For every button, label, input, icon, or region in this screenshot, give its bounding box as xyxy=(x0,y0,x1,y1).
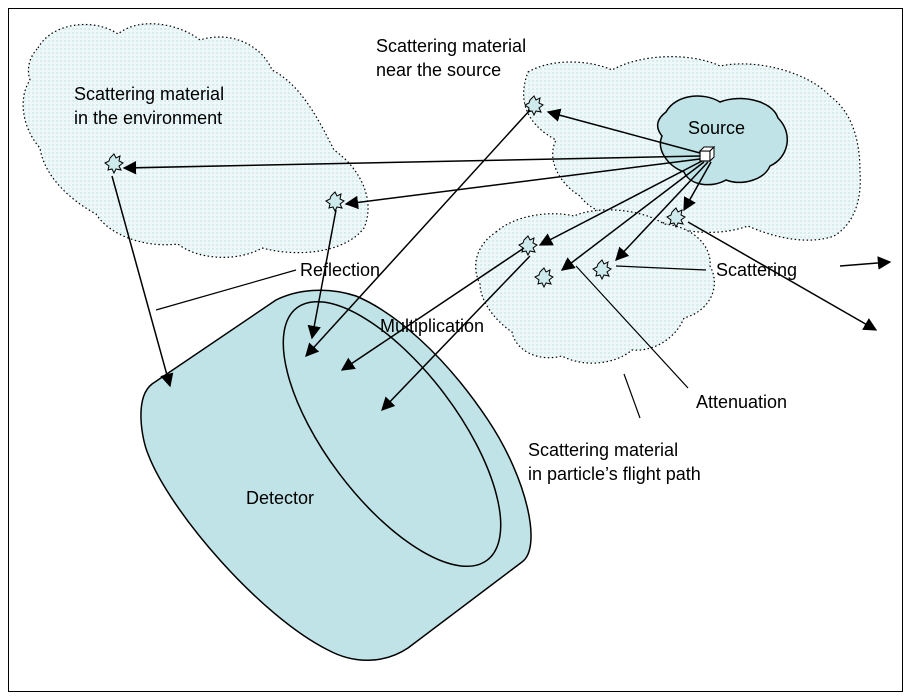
env-material-label-1: Scattering material xyxy=(74,84,224,104)
arrow-source-to-env xyxy=(122,155,701,175)
scatter-point-icon xyxy=(325,191,345,213)
source-label: Source xyxy=(688,118,745,138)
arrow-source-to-path1 xyxy=(538,160,703,246)
detector-label: Detector xyxy=(246,488,314,508)
detector-cylinder xyxy=(140,289,532,661)
arrow-source-to-path2 xyxy=(560,161,705,271)
arrow-near-to-detector xyxy=(305,109,531,357)
attenuation-label: Attenuation xyxy=(696,392,787,412)
arrow-env-to-detector xyxy=(111,175,174,388)
leader-flight-path xyxy=(623,373,641,419)
diagram-frame xyxy=(8,8,903,692)
near-source-label-2: near the source xyxy=(376,60,501,80)
arrow-path-to-detector2 xyxy=(381,255,531,411)
scatter-point-icon xyxy=(104,153,124,175)
env-material-label-2: in the environment xyxy=(74,108,222,128)
reflection-label: Reflection xyxy=(300,260,380,280)
arrow-scatter-out1 xyxy=(839,256,892,270)
leader-attenuation xyxy=(575,265,689,389)
scatter-point-icon xyxy=(534,267,554,289)
source-point-icon xyxy=(698,145,716,163)
arrow-source-to-env2 xyxy=(344,158,701,210)
environment-cloud xyxy=(22,23,369,258)
arrow-source-to-near xyxy=(546,108,701,154)
flight-path-label-1: Scattering material xyxy=(528,440,678,460)
leader-scattering xyxy=(615,265,707,271)
leader-reflection xyxy=(155,269,297,311)
scatter-point-icon xyxy=(592,259,612,281)
arrow-source-to-near2 xyxy=(683,161,712,212)
near-source-label-1: Scattering material xyxy=(376,36,526,56)
scatter-point-icon xyxy=(666,207,686,229)
scatter-point-icon xyxy=(518,235,538,257)
arrow-source-to-path3 xyxy=(615,161,709,261)
flight-path-label-2: in particle’s flight path xyxy=(528,464,701,484)
arrow-scatter-out2 xyxy=(687,221,878,331)
arrow-path-to-detector1 xyxy=(340,247,525,371)
multiplication-label: Multiplication xyxy=(380,316,484,336)
scattering-label: Scattering xyxy=(716,260,797,280)
arrow-env2-to-detector xyxy=(307,209,337,340)
